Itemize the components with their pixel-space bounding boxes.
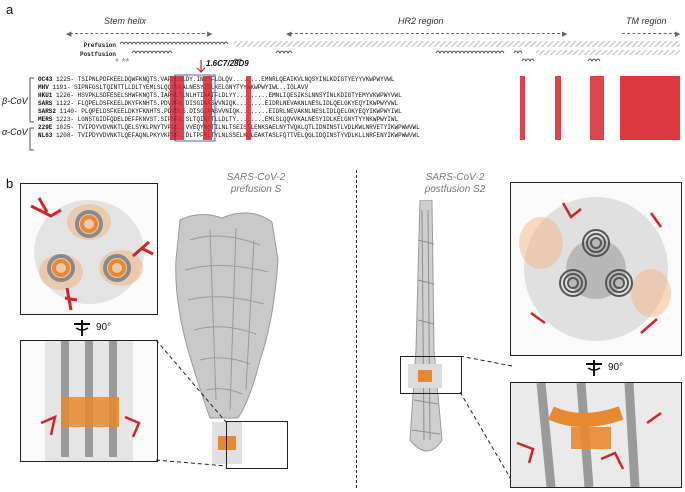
alignment-row: HKU1 1226- HSVPKLSDFESELSHWFKNQTS.IAPNLT… <box>38 92 402 99</box>
postfusion-rotation-label: 90° <box>608 362 624 373</box>
prefusion-disordered-hatch <box>234 41 680 47</box>
tm-region-label: TM region <box>626 16 667 26</box>
panel-b-label: b <box>6 176 14 191</box>
prefusion-spike-structure <box>175 212 279 464</box>
postfusion-top-view-structure <box>519 197 671 341</box>
postfusion-s2-structure <box>408 200 443 452</box>
arrow-right-head: ▶ <box>207 31 213 38</box>
glycan-icon <box>516 411 662 470</box>
prefusion-top-view-structure <box>30 197 154 311</box>
prefusion-ss-label: Prefusion <box>83 42 116 49</box>
conservation-stars: * ** <box>115 57 130 68</box>
postfusion-side-view-structure <box>511 382 681 488</box>
postfusion-top-view-inset <box>510 182 682 356</box>
postfusion-side-view-inset <box>510 382 682 488</box>
postfusion-title: SARS-CoV-2 postfusion S2 <box>395 172 515 196</box>
prefusion-rotation-label: 90° <box>96 322 112 333</box>
panel-a-label: a <box>6 2 14 17</box>
prefusion-side-view-inset <box>20 340 158 462</box>
tm-arrow <box>622 33 677 34</box>
prefusion-stem-box <box>226 421 288 469</box>
postfusion-disordered-hatch <box>536 50 680 55</box>
alignment-row: MHV 1191- SIPNFGSLTQINTTLLDLTYEMLSLQQVVK… <box>38 84 309 91</box>
hr2-arrow <box>290 33 565 34</box>
stem-helix-arrow <box>70 33 210 34</box>
alignment-row: OC43 1225- TSIPNLPDFKEELDQWFKNQTS.VAPDLS… <box>38 76 395 83</box>
postfusion-helix <box>131 50 523 54</box>
panel-divider <box>356 170 357 488</box>
postfusion-title-line1: SARS-CoV-2 <box>425 172 485 183</box>
postfusion-zoom-lines <box>460 356 513 482</box>
glycan-icon <box>30 197 154 311</box>
beta-cov-label: β-CoV <box>2 96 28 106</box>
prefusion-zoom-lines <box>155 339 227 467</box>
arrow-right-head: ▶ <box>562 31 568 38</box>
family-brackets <box>29 77 34 151</box>
rotation-icon <box>74 320 90 336</box>
prefusion-helix <box>119 41 229 45</box>
postfusion-title-line2: postfusion S2 <box>424 184 486 195</box>
alignment-row: MERS 1223- LGNSTGIDFQDELDEFFKNVST.SIPNFG… <box>38 116 399 123</box>
prefusion-side-view-structure <box>40 341 141 461</box>
prefusion-title: SARS-CoV-2 prefusion S <box>196 172 316 196</box>
postfusion-ss-label: Postfusion <box>79 51 116 58</box>
alignment-row: SARS2 1140- PLQPELDSFKEELDKYFKNHTS.PDVDL… <box>38 108 402 115</box>
arrow-right-head: ▶ <box>675 31 681 38</box>
prefusion-title-line1: SARS-CoV-2 <box>226 172 286 183</box>
arrow-left-head: ◀ <box>66 31 72 38</box>
glycan-icon <box>530 202 663 334</box>
prefusion-top-view-inset <box>20 183 158 315</box>
epitope-marker-icon <box>196 60 206 73</box>
postfusion-stem-box <box>400 356 462 394</box>
hr2-region-label: HR2 region <box>398 16 444 26</box>
rotation-icon <box>586 360 602 376</box>
arrow-left-head: ◀ <box>286 31 292 38</box>
conservation-highlights <box>170 74 680 142</box>
alpha-cov-label: α-CoV <box>2 127 28 137</box>
alignment-row: SARS 1122- FLQPELDSFKEELDKYFKNHTS.PDVDFG… <box>38 100 399 107</box>
prefusion-title-line2: prefusion S <box>230 184 282 195</box>
glycan-icon <box>40 414 141 438</box>
secondary-structure-track <box>119 41 680 62</box>
stem-helix-label: Stem helix <box>104 16 147 26</box>
antibody-label: 1.6C7/28D9 <box>206 59 249 68</box>
